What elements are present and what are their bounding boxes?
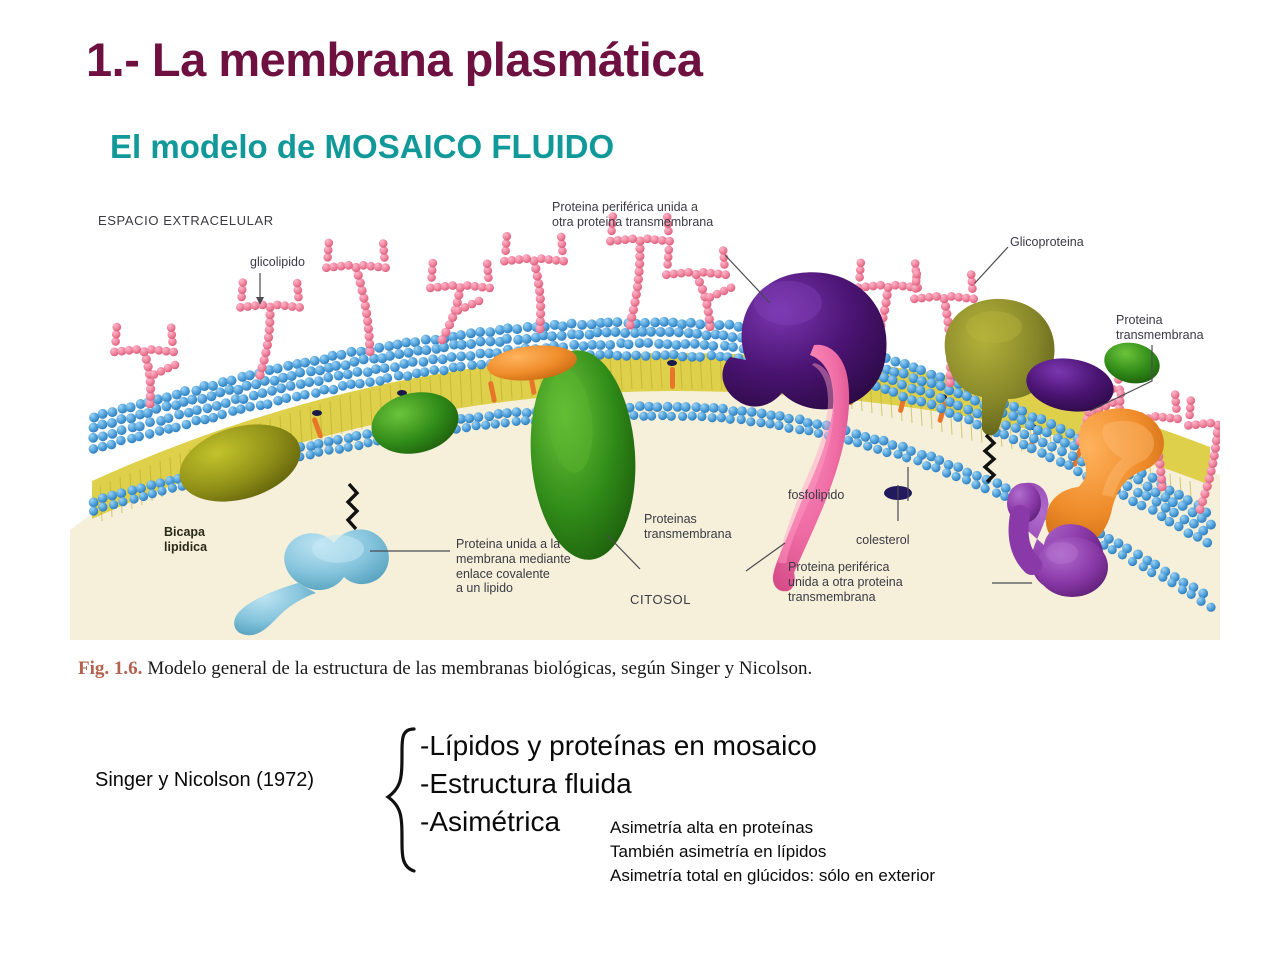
protein-purpleblue-blob <box>1026 358 1114 412</box>
summary-note: Asimetría total en glúcidos: sólo en ext… <box>610 866 936 886</box>
lipid-anchor-zigzag-left <box>345 482 360 531</box>
membrane-diagram: ESPACIO EXTRACELULAR glicolipido Protein… <box>70 185 1220 640</box>
label-glycoprotein: Glicoproteina <box>1010 235 1084 249</box>
protein-violet-peripheral-bottom <box>1007 482 1108 597</box>
label-peripheral-protein-top: Proteina periférica unida a otra protein… <box>552 200 714 229</box>
summary-bullet: -Asimétrica <box>420 806 561 838</box>
leader-lines <box>256 246 1153 584</box>
summary-note: También asimetría en lípidos <box>610 842 827 862</box>
protein-glycoprotein-olive <box>944 298 1055 484</box>
page-subtitle: El modelo de MOSAICO FLUIDO <box>110 128 615 165</box>
protein-green-blob-right <box>1104 342 1160 384</box>
label-peripheral-protein-bottom: Proteina periférica unida a otra protein… <box>788 560 903 604</box>
summary-bullet: -Estructura fluida <box>420 768 632 800</box>
protein-orange-transmembrane-right <box>1045 408 1164 548</box>
label-transmembrane-protein-right: Proteina transmembrana <box>1116 313 1204 342</box>
label-cytosol: CITOSOL <box>630 592 692 607</box>
curly-brace-icon <box>385 727 416 873</box>
summary-bullet-list: -Lípidos y proteínas en mosaico -Estruct… <box>420 727 817 841</box>
figure-caption-text: Modelo general de la estructura de las m… <box>147 658 813 679</box>
label-lipid-bilayer: Bicapa lipidica <box>164 525 208 554</box>
figure-number: Fig. 1.6. <box>78 658 143 679</box>
protein-green-transmembrane <box>530 350 636 560</box>
summary-block: Singer y Nicolson (1972) -Lípidos y prot… <box>95 725 1095 905</box>
protein-olive-left <box>179 424 301 502</box>
protein-green-small <box>371 392 459 454</box>
label-phospholipid: fosfolipido <box>788 488 845 502</box>
protein-orange-lens <box>487 345 577 381</box>
page-title: 1.- La membrana plasmática <box>86 33 703 86</box>
summary-note: Asimetría alta en proteínas <box>610 818 814 837</box>
lipid-anchor-zigzag <box>982 433 997 484</box>
label-cholesterol: colesterol <box>856 533 910 547</box>
membrane-diagram-svg <box>70 185 1220 640</box>
protein-pink-transmembrane <box>772 344 850 592</box>
label-glycolipid: glicolipido <box>250 255 305 269</box>
label-lipid-anchored-protein: Proteina unida a la membrana mediante en… <box>456 537 571 596</box>
summary-bullet: -Lípidos y proteínas en mosaico <box>420 730 817 761</box>
protein-lipid-anchored-lightblue <box>234 482 389 636</box>
label-transmembrane-proteins: Proteinas transmembrana <box>644 512 732 541</box>
glycan-chains <box>110 212 1220 514</box>
figure-caption: Fig. 1.6.Modelo general de la estructura… <box>78 658 812 680</box>
author-reference: Singer y Nicolson (1972) <box>95 769 314 791</box>
label-extracellular-space: ESPACIO EXTRACELULAR <box>98 213 274 228</box>
summary-notes: Asimetría alta en proteínas También asim… <box>610 816 935 888</box>
